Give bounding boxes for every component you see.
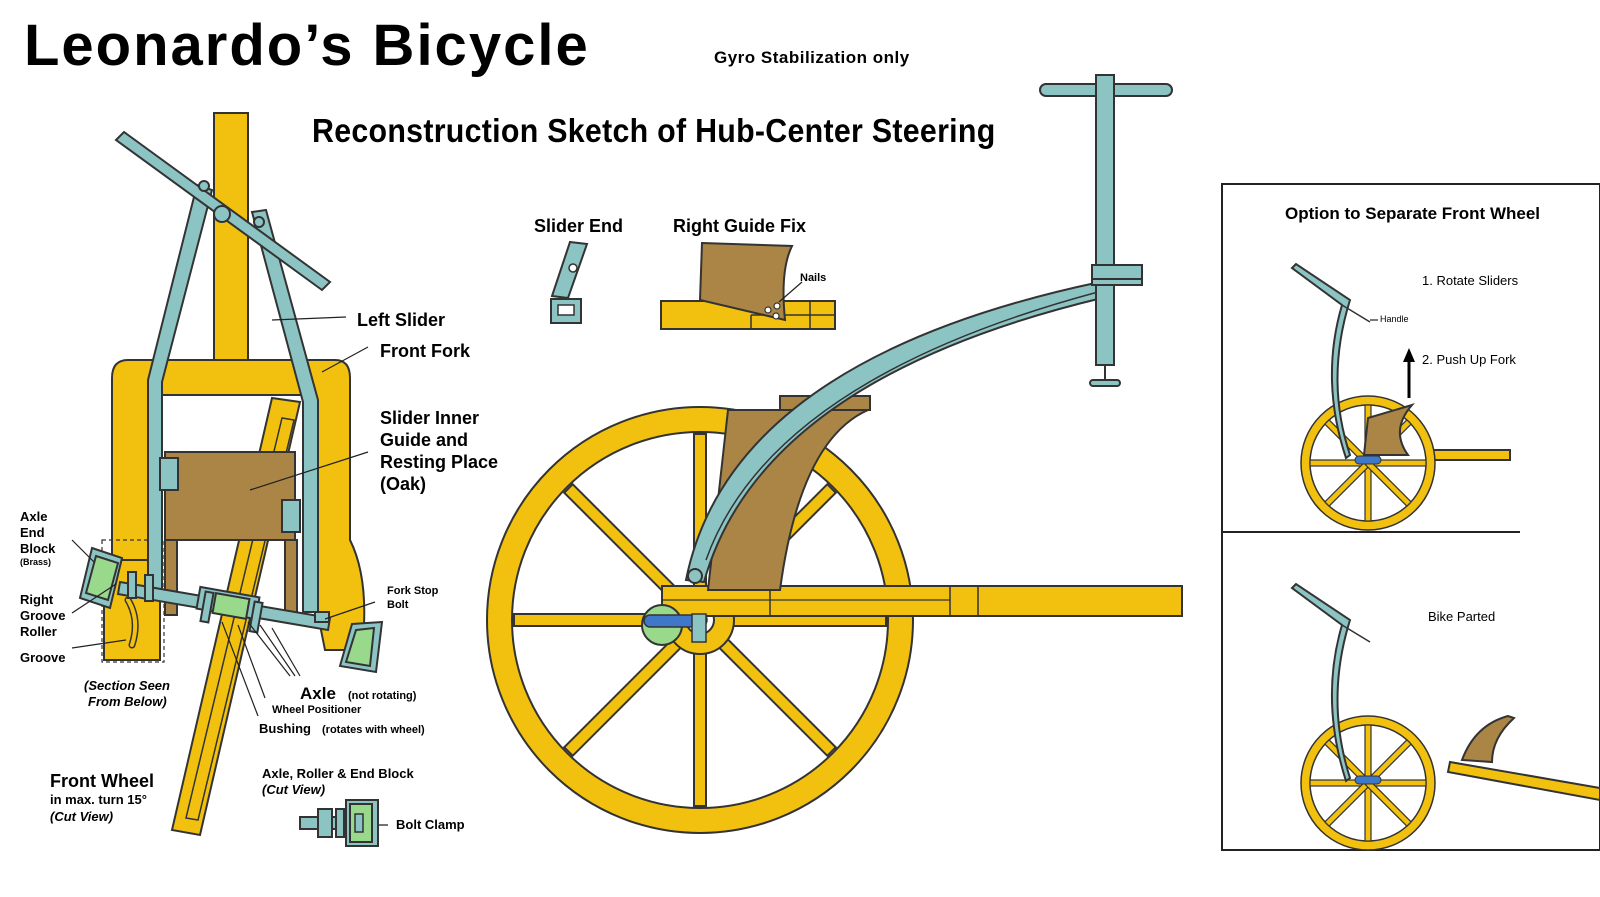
axle-end-block-right: [338, 620, 384, 674]
label-right-groove-2: Groove: [20, 608, 66, 623]
label-section-2: From Below): [88, 694, 167, 709]
label-axle: Axle: [300, 684, 336, 703]
label-left-slider: Left Slider: [357, 310, 446, 330]
label-axle-note: (not rotating): [348, 690, 417, 702]
front-fork-assembly: [71, 112, 388, 847]
subtitle: Gyro Stabilization only: [714, 48, 910, 67]
axle-roller-end-block-cut-view: [299, 799, 379, 847]
label-slider-inner-3: Resting Place: [380, 452, 499, 472]
panel-title: Option to Separate Front Wheel: [1285, 204, 1541, 223]
label-slider-inner-4: (Oak): [380, 474, 427, 494]
label-bushing: Bushing: [259, 721, 311, 736]
mini-bike-parted: [1290, 582, 1600, 851]
label-wheel-positioner: Wheel Positioner: [272, 704, 362, 716]
label-axle-end-2: End: [20, 525, 45, 540]
mini-bike-rotate: [1290, 262, 1511, 531]
label-slider-inner-2: Guide and: [380, 430, 469, 450]
label-fork-stop-1: Fork Stop: [387, 585, 439, 597]
label-fork-stop-2: Bolt: [387, 599, 409, 611]
label-axle-end-brass: (Brass): [20, 557, 52, 567]
leader-lines: [71, 316, 388, 826]
label-front-wheel-turn: in max. turn 15°: [50, 792, 147, 807]
axle-end-block-left: [78, 546, 124, 610]
main-title: Leonardo’s Bicycle: [24, 13, 590, 78]
label-right-groove-3: Roller: [20, 624, 57, 639]
label-axle-end-3: Block: [20, 541, 56, 556]
label-bolt-clamp: Bolt Clamp: [396, 817, 465, 832]
handle-bar: [114, 130, 332, 292]
panel-step1: 1. Rotate Sliders: [1422, 273, 1519, 288]
steering-column: [1039, 74, 1173, 387]
label-axle-roller-end: Axle, Roller & End Block: [262, 766, 414, 781]
label-bushing-note: (rotates with wheel): [322, 724, 425, 736]
label-section-1: (Section Seen: [84, 678, 170, 693]
label-slider-inner-1: Slider Inner: [380, 408, 480, 428]
label-right-groove-1: Right: [20, 592, 54, 607]
right-guide-fix-detail: [660, 241, 836, 330]
label-right-guide-fix: Right Guide Fix: [673, 216, 806, 236]
label-slider-end: Slider End: [534, 216, 624, 236]
label-groove: Groove: [20, 650, 66, 665]
panel-step2: 2. Push Up Fork: [1422, 352, 1516, 367]
label-axle-end-1: Axle: [20, 509, 48, 524]
label-nails: Nails: [800, 272, 827, 284]
label-front-fork: Front Fork: [380, 341, 470, 361]
side-view-bicycle: [486, 74, 1183, 834]
panel-parted: Bike Parted: [1428, 609, 1496, 624]
label-front-wheel-cut: (Cut View): [50, 809, 114, 824]
axle: [116, 571, 332, 634]
separate-wheel-panel: [1221, 183, 1600, 851]
slider-end-detail: [550, 240, 589, 324]
label-axle-roller-cut: (Cut View): [262, 782, 326, 797]
label-front-wheel: Front Wheel: [50, 771, 154, 791]
sketch-title: Reconstruction Sketch of Hub-Center Stee…: [312, 112, 996, 149]
up-arrow-icon: [1403, 348, 1415, 398]
hub-axle-block: [641, 604, 707, 646]
panel-handle: Handle: [1380, 314, 1409, 324]
